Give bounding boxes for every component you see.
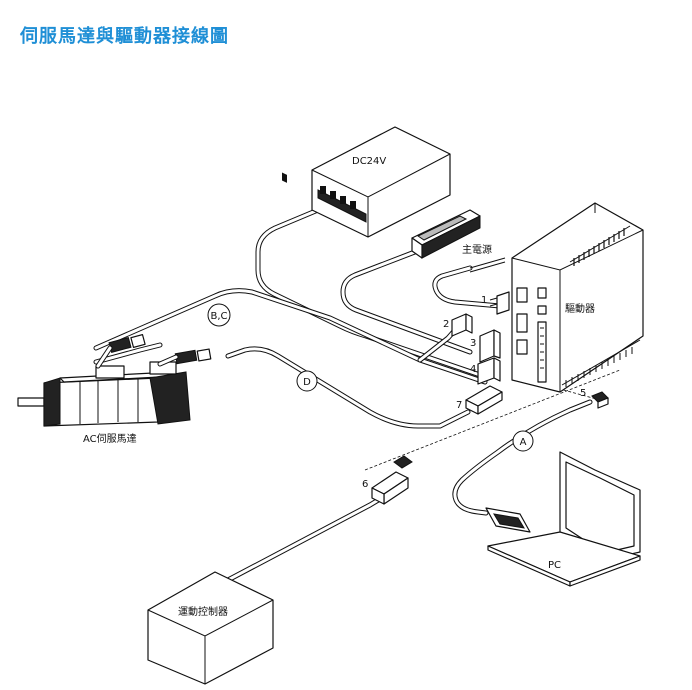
connector-2: 2	[443, 313, 473, 337]
dc24v-power-supply: DC24V	[282, 126, 451, 238]
connector-5: 5	[580, 388, 609, 409]
pc-label: PC	[548, 560, 561, 571]
cable-filter-to-driver	[340, 247, 473, 355]
servo-driver: 驅動器	[511, 202, 644, 393]
dc24v-label: DC24V	[352, 156, 386, 167]
cable-motor-power	[93, 342, 163, 365]
motion-controller: 運動控制器	[147, 571, 274, 685]
connector-7: 7	[456, 385, 503, 415]
connector-5-number: 5	[580, 388, 586, 399]
driver-front-ports	[516, 287, 547, 383]
connector-6: 6	[362, 455, 413, 505]
cable-tag-bc: B,C	[207, 303, 231, 327]
motion-controller-label: 運動控制器	[178, 605, 228, 618]
cable-tag-d-text: D	[303, 377, 311, 388]
connector-6-number: 6	[362, 479, 368, 490]
cable-motion-controller	[225, 493, 388, 583]
connector-4: 4	[470, 357, 501, 385]
noise-filter	[411, 209, 481, 259]
driver-label: 驅動器	[565, 302, 595, 315]
pc-laptop: PC	[485, 451, 641, 587]
main-power-label: 主電源	[462, 243, 492, 256]
cable-d	[225, 346, 471, 429]
connector-1-number: 1	[481, 295, 487, 306]
page-title: 伺服馬達與驅動器接線圖	[20, 26, 229, 47]
motor-cable-connectors	[95, 334, 212, 369]
motor-label: AC伺服馬達	[83, 432, 137, 445]
cable-tag-a: A	[512, 430, 534, 452]
cable-tag-d: D	[296, 370, 318, 392]
ac-servo-motor: AC伺服馬達	[17, 361, 191, 445]
connector-7-number: 7	[456, 400, 462, 411]
connector-4-number: 4	[470, 364, 476, 375]
connector-3-number: 3	[470, 338, 476, 349]
cable-main-power	[432, 265, 503, 309]
cable-bc-encoder	[93, 288, 488, 385]
main-power-wires: 主電源	[462, 243, 506, 273]
cable-dc24v-to-driver	[255, 202, 483, 378]
cable-a-pc	[452, 399, 593, 516]
dc24v-terminals	[320, 186, 356, 209]
cable-tag-a-text: A	[520, 437, 527, 448]
cable-tag-bc-text: B,C	[210, 311, 227, 322]
connector-2-number: 2	[443, 319, 449, 330]
connector-3: 3	[470, 329, 501, 363]
connector-1: 1	[481, 291, 510, 315]
pc-serial-connector	[485, 507, 531, 533]
driver-bottom-fins	[561, 339, 641, 387]
driver-vents	[569, 225, 631, 266]
